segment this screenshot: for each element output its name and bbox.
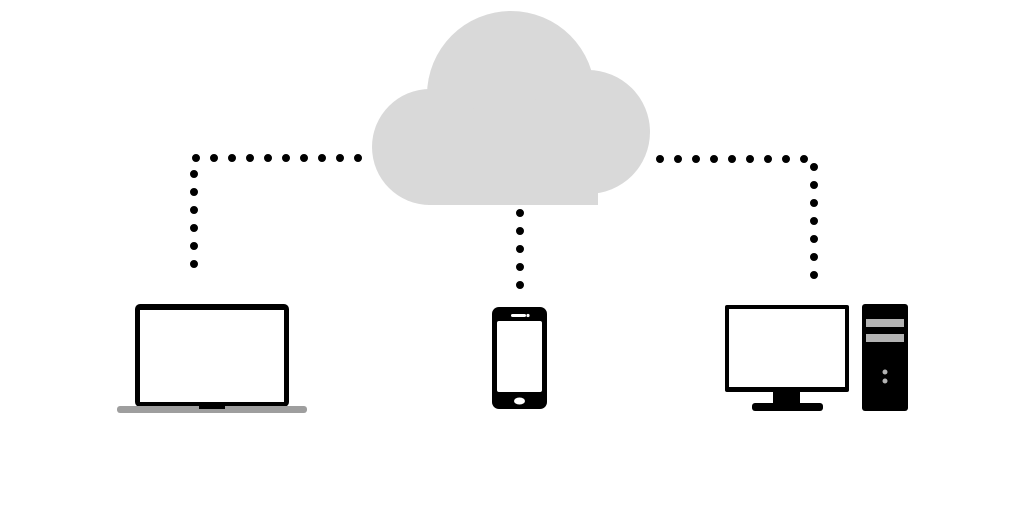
connector-cloud-desktop bbox=[656, 155, 818, 284]
connector-cloud-laptop bbox=[190, 154, 362, 284]
laptop-icon bbox=[117, 304, 307, 413]
smartphone-icon bbox=[492, 307, 547, 409]
cloud-icon bbox=[372, 11, 650, 205]
desktop-computer-icon bbox=[725, 304, 908, 411]
connectors bbox=[190, 154, 818, 291]
